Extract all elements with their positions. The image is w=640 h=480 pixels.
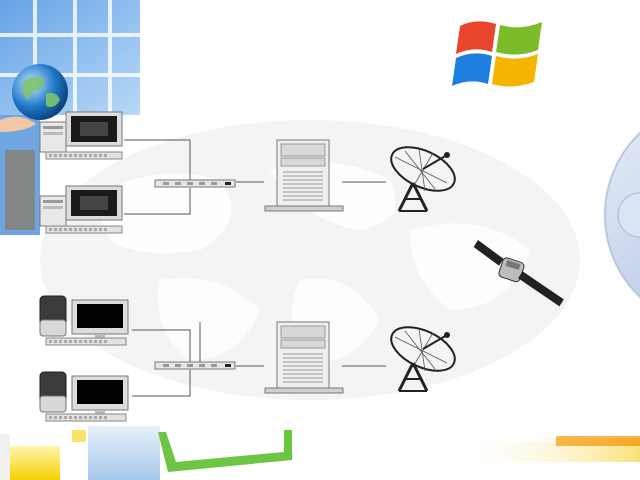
globe-icon [8,60,72,124]
satellite-icon [473,240,564,307]
desktop-computer-icon [39,185,123,234]
desktop-computer-icon [39,295,129,346]
server-icon [264,321,344,394]
server-icon [264,139,344,212]
top-left-window-decoration [0,0,150,240]
lan-b [39,295,463,422]
windows-logo-icon [450,8,550,98]
satellite-dish-icon [383,136,463,213]
desktop-computer-icon [39,371,129,422]
hand-decoration [0,110,40,140]
lan-a-links [124,139,386,215]
network-hub-icon [154,361,236,370]
desktop-computer-icon [39,111,123,160]
satellite-dish-icon [383,316,463,393]
lan-b-links [132,322,386,397]
cd-disc-icon [600,100,640,330]
bottom-decoration [0,420,640,480]
network-hub-icon [154,179,236,188]
lan-a [39,111,463,234]
